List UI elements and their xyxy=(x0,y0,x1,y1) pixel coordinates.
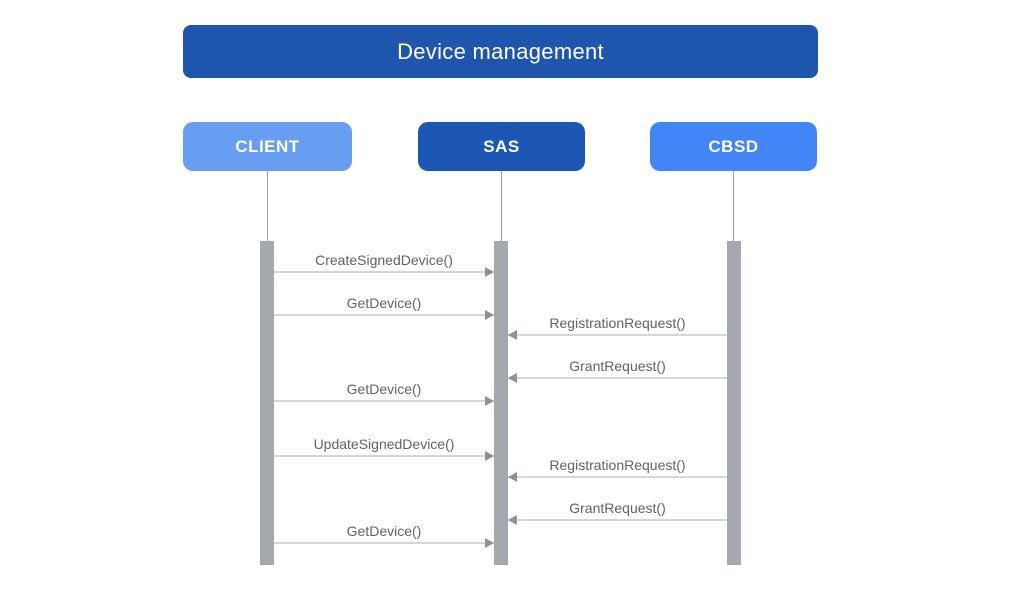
message-label: GetDevice() xyxy=(346,295,422,311)
message-get-device-1: GetDevice() xyxy=(274,295,494,320)
arrow-right-icon xyxy=(274,451,494,461)
message-label: RegistrationRequest() xyxy=(549,457,686,473)
message-registration-request-1: RegistrationRequest() xyxy=(508,315,727,340)
actor-cbsd: CBSD xyxy=(650,122,817,171)
lifeline-sas xyxy=(501,171,502,241)
message-get-device-2: GetDevice() xyxy=(274,381,494,406)
actor-client: CLIENT xyxy=(183,122,352,171)
arrow-left-icon xyxy=(508,330,727,340)
lifeline-cbsd xyxy=(733,171,734,241)
arrow-right-icon xyxy=(274,396,494,406)
arrow-left-icon xyxy=(508,373,727,383)
message-update-signed-device: UpdateSignedDevice() xyxy=(274,436,494,461)
diagram-title-banner: Device management xyxy=(183,25,818,78)
arrow-left-icon xyxy=(508,515,727,525)
message-grant-request-2: GrantRequest() xyxy=(508,500,727,525)
message-label: GetDevice() xyxy=(346,523,422,539)
message-label: GrantRequest() xyxy=(569,500,666,516)
lifeline-client xyxy=(267,171,268,241)
message-label: GetDevice() xyxy=(346,381,422,397)
message-registration-request-2: RegistrationRequest() xyxy=(508,457,727,482)
message-label: RegistrationRequest() xyxy=(549,315,686,331)
actor-cbsd-label: CBSD xyxy=(708,136,759,156)
arrow-right-icon xyxy=(274,310,494,320)
activation-bar-client xyxy=(260,241,274,565)
arrow-left-icon xyxy=(508,472,727,482)
message-grant-request-1: GrantRequest() xyxy=(508,358,727,383)
message-create-signed-device: CreateSignedDevice() xyxy=(274,252,494,277)
actor-sas: SAS xyxy=(418,122,585,171)
actor-client-label: CLIENT xyxy=(235,136,300,156)
message-label: CreateSignedDevice() xyxy=(315,252,453,268)
activation-bar-sas xyxy=(494,241,508,565)
message-label: UpdateSignedDevice() xyxy=(313,436,455,452)
diagram-title: Device management xyxy=(397,38,604,64)
message-get-device-3: GetDevice() xyxy=(274,523,494,548)
actor-sas-label: SAS xyxy=(483,136,520,156)
activation-bar-cbsd xyxy=(727,241,741,565)
arrow-right-icon xyxy=(274,267,494,277)
message-label: GrantRequest() xyxy=(569,358,666,374)
arrow-right-icon xyxy=(274,538,494,548)
